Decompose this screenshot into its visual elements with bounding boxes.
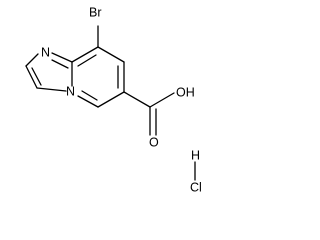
bond-c8a-c8-double <box>77 54 97 67</box>
bond-c8a-n1 <box>51 52 73 63</box>
bond-c8a-n1-double <box>51 59 69 69</box>
structure-diagram: Br N N OH O H Cl <box>25 5 202 194</box>
bridgehead-nitrogen-label: N <box>66 84 75 98</box>
bromine-label: Br <box>89 5 102 19</box>
hydrogen-label: H <box>191 148 200 162</box>
bond-n1-c2 <box>25 53 39 67</box>
bond-c3-n4 <box>36 87 67 92</box>
carbonyl-oxygen-label: O <box>149 135 159 149</box>
bond-c6-c5 <box>97 91 125 108</box>
bond-c2-c3 <box>25 65 38 89</box>
imidazole-nitrogen-label: N <box>41 45 50 59</box>
bond-cooh-oh <box>149 92 175 108</box>
bond-c5-n4-double <box>81 90 98 101</box>
bond-c5-n4 <box>77 95 99 108</box>
bond-c6-ccooh <box>123 91 151 108</box>
bond-c8a-c8 <box>71 46 99 63</box>
hydroxyl-label: OH <box>176 85 195 99</box>
bond-c8-c7 <box>97 46 125 63</box>
chlorine-label: Cl <box>190 180 202 194</box>
bond-c2-c3-double <box>31 67 42 86</box>
